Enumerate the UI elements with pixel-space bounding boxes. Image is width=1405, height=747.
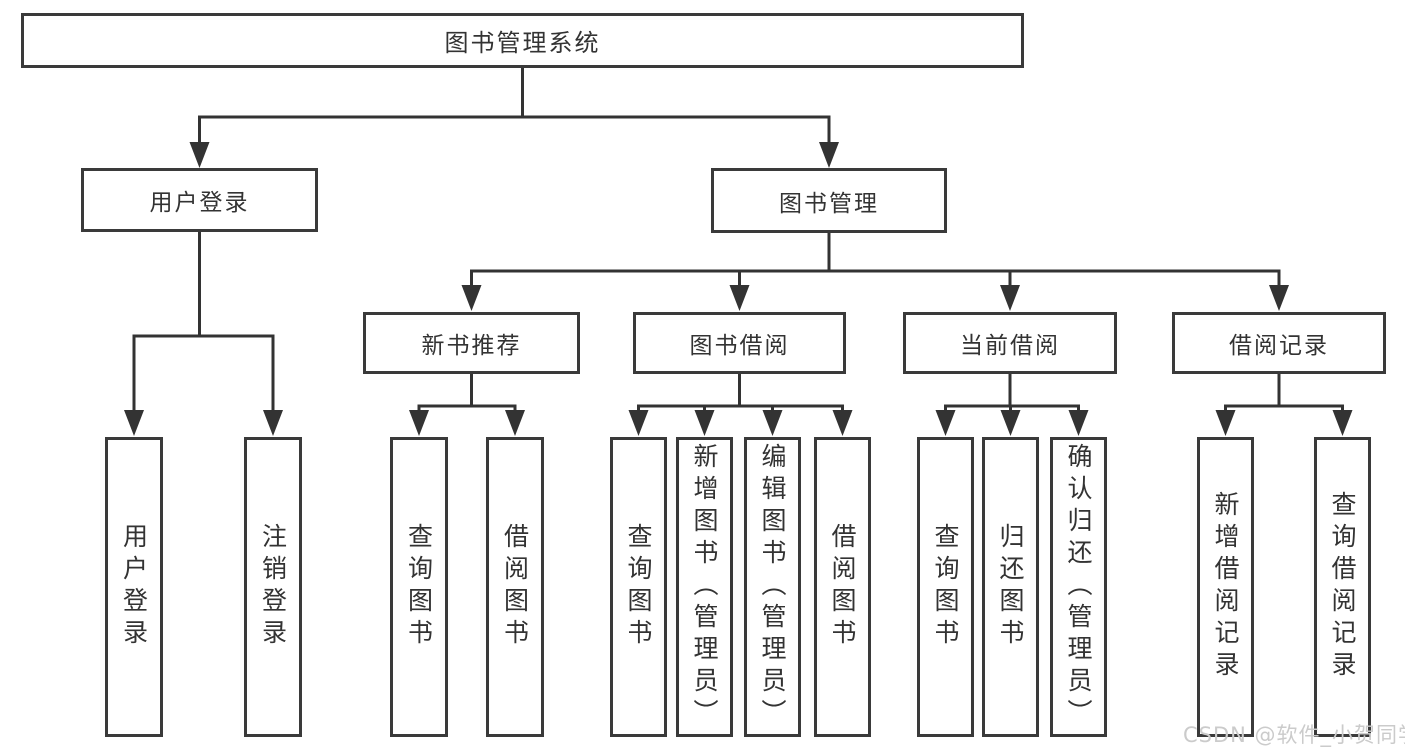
node-book-borrowing: 图书借阅 [633, 312, 846, 374]
connector-lines [132, 68, 1344, 413]
leaf-borrow-query-book: 查询图书 [610, 437, 667, 737]
leaf-edit-book-admin: 编辑图书（管理员） [744, 437, 801, 737]
leaf-logout: 注销登录 [244, 437, 302, 737]
csdn-watermark: CSDN @软件_小贺同学 [1183, 723, 1405, 747]
arrow-down-icons [124, 142, 1353, 436]
leaf-return-book: 归还图书 [982, 437, 1039, 737]
node-user-login: 用户登录 [81, 168, 318, 232]
node-new-book-recommendation: 新书推荐 [363, 312, 580, 374]
leaf-add-borrow-record: 新增借阅记录 [1197, 437, 1254, 737]
node-current-borrowing: 当前借阅 [903, 312, 1117, 374]
leaf-add-book-admin: 新增图书（管理员） [676, 437, 733, 737]
node-borrowing-records: 借阅记录 [1172, 312, 1386, 374]
leaf-query-borrow-record: 查询借阅记录 [1314, 437, 1371, 737]
leaf-user-login: 用户登录 [105, 437, 163, 737]
leaf-borrow-book: 借阅图书 [814, 437, 871, 737]
node-book-management: 图书管理 [711, 168, 947, 233]
leaf-recommend-borrow-book: 借阅图书 [486, 437, 544, 737]
leaf-current-query-book: 查询图书 [917, 437, 974, 737]
leaf-recommend-query-book: 查询图书 [390, 437, 448, 737]
node-library-system: 图书管理系统 [21, 13, 1024, 68]
leaf-confirm-return-admin: 确认归还（管理员） [1050, 437, 1107, 737]
